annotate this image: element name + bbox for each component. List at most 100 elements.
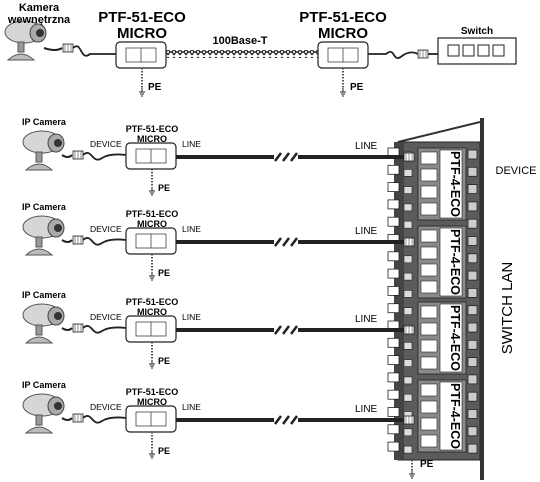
rj45-icon (72, 150, 84, 160)
module-label: PTF-4-ECO (448, 229, 462, 295)
pe-label: PE (158, 356, 170, 366)
panel-port-right (467, 236, 478, 246)
panel-port-left (387, 251, 400, 262)
panel-port-right (467, 374, 478, 385)
module-label: PTF-4-ECO (448, 151, 462, 217)
panel-port-inner (403, 341, 413, 350)
device-label: DEVICE (90, 224, 122, 234)
ptf-top-left-title: PTF-51-ECO (98, 9, 186, 26)
ground-icon (148, 271, 156, 281)
panel-port-inner (403, 359, 413, 367)
panel-port-right (467, 305, 478, 316)
ip-camera-label: IP Camera (22, 290, 67, 300)
line-label-right: LINE (355, 226, 378, 237)
line-label-left: LINE (182, 224, 201, 234)
panel-port-right (467, 287, 478, 298)
panel-port-inner (403, 220, 413, 229)
panel-port-inner (403, 203, 413, 212)
panel-device-label: DEVICE (496, 165, 537, 177)
switch-device (437, 37, 517, 65)
device-label: DEVICE (90, 402, 122, 412)
panel-port-right (467, 322, 478, 333)
ptf-module (125, 227, 177, 255)
camera-label-top: Kamera (19, 2, 60, 14)
panel-port-right (467, 409, 478, 419)
panel-ports (387, 147, 478, 454)
panel-port-left (387, 164, 400, 175)
ptf-subtitle: MICRO (137, 219, 167, 229)
ptf-subtitle: MICRO (137, 307, 167, 317)
ground-icon (148, 186, 156, 196)
ground-icon (138, 87, 146, 97)
rj45-icon (72, 235, 84, 245)
ip-camera-icon (22, 303, 65, 344)
ptf-top-left (115, 41, 167, 69)
rj45-icon (72, 323, 84, 333)
panel-port-inner (403, 376, 413, 385)
panel-port-left (387, 199, 400, 210)
rj45-icon (403, 152, 415, 162)
panel-port-left (387, 216, 400, 227)
ptf-top-right (317, 41, 369, 69)
panel-port-left (387, 285, 400, 296)
link-label: 100Base-T (212, 35, 267, 47)
panel-port-left (387, 441, 400, 452)
panel-port-left (387, 407, 400, 417)
panel-port-right (467, 339, 478, 350)
line-label-right: LINE (355, 141, 378, 152)
ptf-title: PTF-51-ECO (126, 387, 179, 397)
pe-top-right: PE (350, 82, 364, 93)
panel-port-inner (403, 307, 413, 316)
panel-port-right (467, 184, 478, 195)
ip-camera-label: IP Camera (22, 202, 67, 212)
panel-port-inner (403, 255, 413, 264)
panel-port-right (467, 201, 478, 212)
panel-port-right (467, 357, 478, 368)
camera-label-top-2: wewnętrzna (7, 14, 71, 26)
panel-port-inner (403, 272, 413, 281)
panel-pe-label: PE (420, 459, 434, 470)
switch-label: Switch (461, 26, 493, 37)
pe-label: PE (158, 268, 170, 278)
pe-label: PE (158, 446, 170, 456)
ptf-subtitle: MICRO (137, 397, 167, 407)
panel-port-right (467, 218, 478, 229)
panel-modules: PTF-4-ECO PTF-4-ECO PTF-4-ECO PTF-4-ECO (417, 147, 467, 453)
panel-port-left (387, 389, 400, 400)
ip-camera-label: IP Camera (22, 117, 67, 127)
ptf-top-right-subtitle: MICRO (318, 25, 368, 42)
line-label-right: LINE (355, 314, 378, 325)
ip-camera-icon (22, 215, 65, 256)
ground-icon (339, 87, 347, 97)
ip-camera-icon (22, 393, 65, 434)
line-label-right: LINE (355, 404, 378, 415)
module-label: PTF-4-ECO (448, 383, 462, 449)
panel-port-inner (403, 445, 413, 454)
line-label-left: LINE (182, 139, 201, 149)
panel-port-left (387, 424, 400, 435)
rj45-icon (417, 49, 429, 59)
ground-icon (408, 469, 416, 479)
rj45-icon (403, 325, 415, 335)
panel-port-right (467, 149, 478, 160)
device-label: DEVICE (90, 312, 122, 322)
panel-port-left (387, 337, 400, 348)
switch-lan-label: SWITCH LAN (499, 262, 516, 355)
ptf-module (125, 315, 177, 343)
panel-port-right (467, 166, 478, 177)
panel-port-right (467, 443, 478, 454)
panel-port-left (387, 182, 400, 193)
ptf-top-right-title: PTF-51-ECO (299, 9, 387, 26)
panel-port-inner (403, 428, 413, 437)
panel-port-right (467, 253, 478, 264)
panel-port-inner (403, 290, 413, 298)
ground-icon (148, 359, 156, 369)
ptf-module (125, 142, 177, 170)
module-label: PTF-4-ECO (448, 305, 462, 371)
panel-port-right (467, 426, 478, 437)
